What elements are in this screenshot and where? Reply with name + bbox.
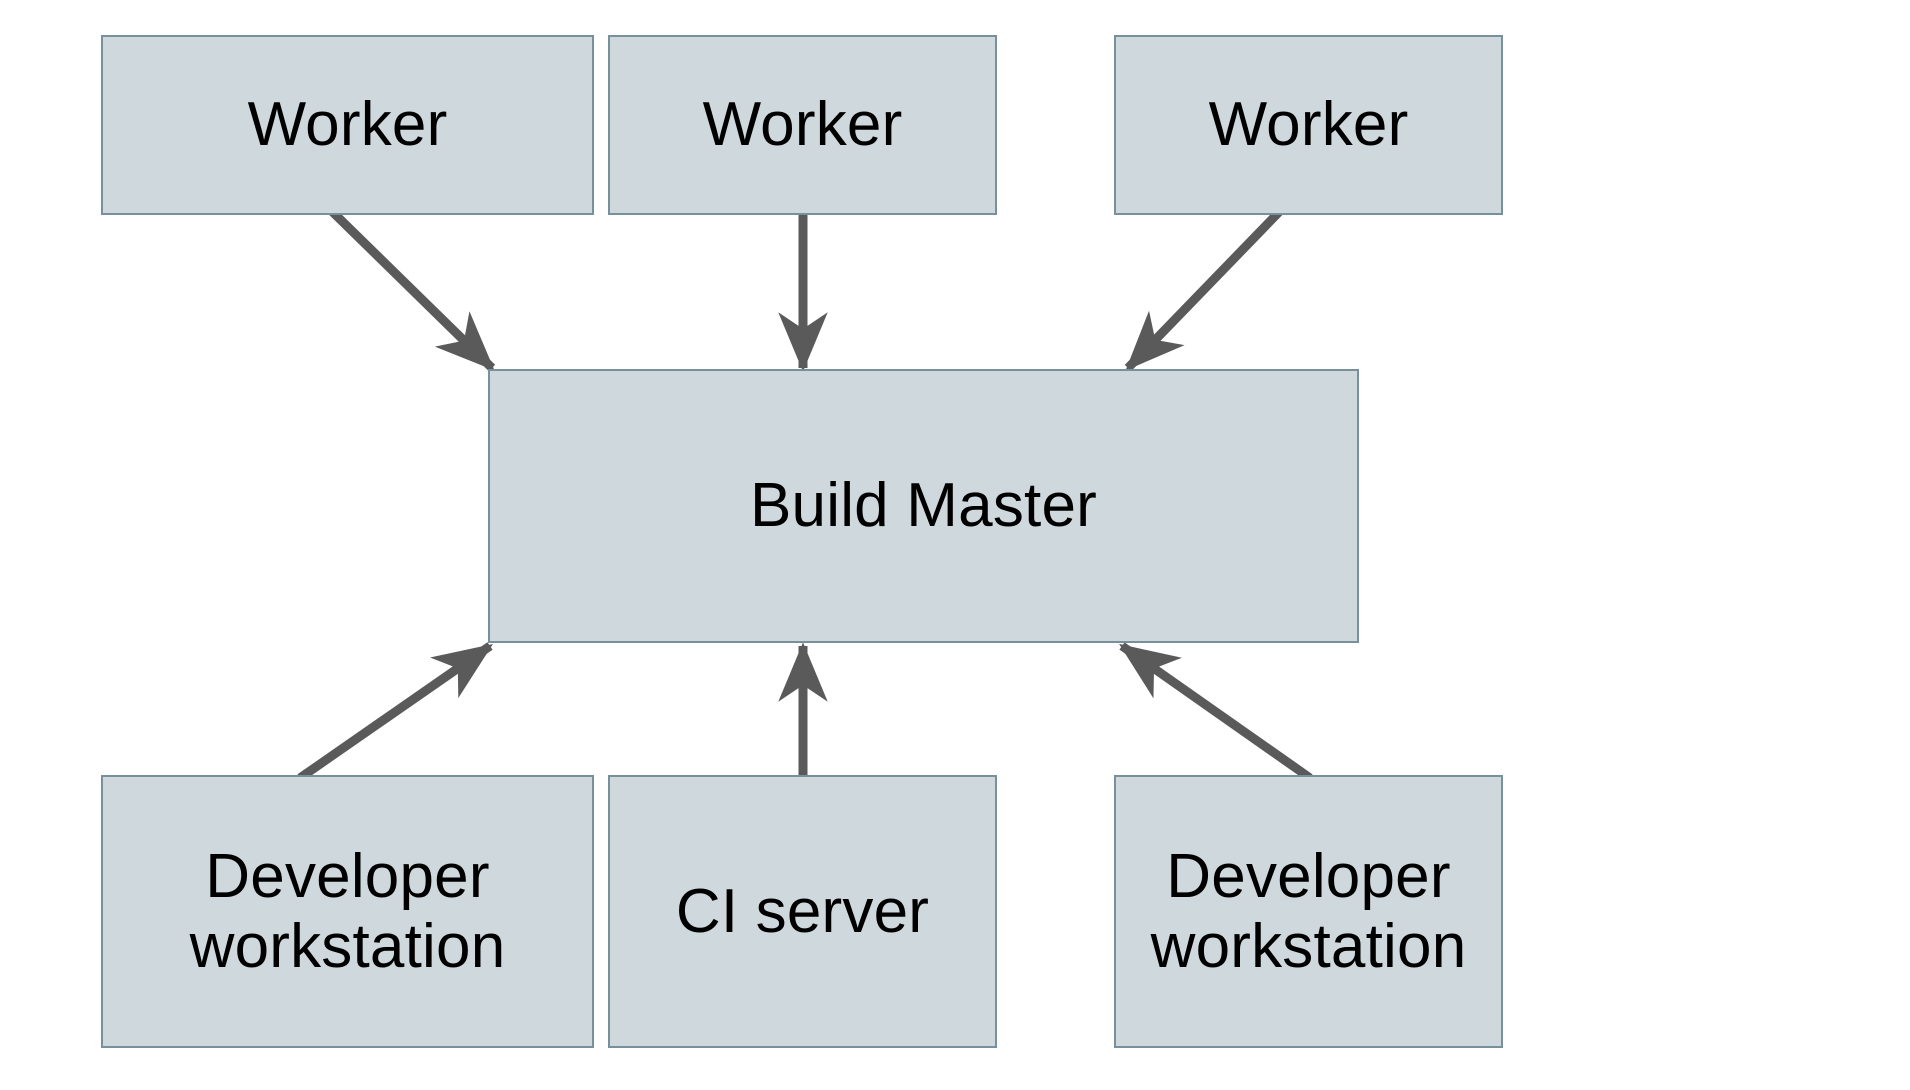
node-worker-3[interactable]: Worker (1114, 35, 1503, 215)
node-label-workstation-1: Developer workstation (189, 842, 506, 981)
node-label-build-master: Build Master (750, 471, 1097, 541)
node-workstation-1[interactable]: Developer workstation (101, 775, 594, 1048)
node-label-worker-3: Worker (1208, 90, 1409, 160)
node-worker-2[interactable]: Worker (608, 35, 997, 215)
edge-workstation1-to-master (297, 642, 493, 782)
node-build-master[interactable]: Build Master (488, 369, 1359, 643)
node-ci-server[interactable]: CI server (608, 775, 997, 1048)
node-label-ci-server: CI server (675, 876, 930, 946)
node-label-worker-2: Worker (702, 90, 903, 160)
edge-workstation2-to-master (1119, 642, 1313, 782)
node-label-workstation-2: Developer workstation (1150, 842, 1467, 981)
node-label-worker-1: Worker (247, 90, 448, 160)
node-workstation-2[interactable]: Developer workstation (1114, 775, 1503, 1048)
node-worker-1[interactable]: Worker (101, 35, 594, 215)
